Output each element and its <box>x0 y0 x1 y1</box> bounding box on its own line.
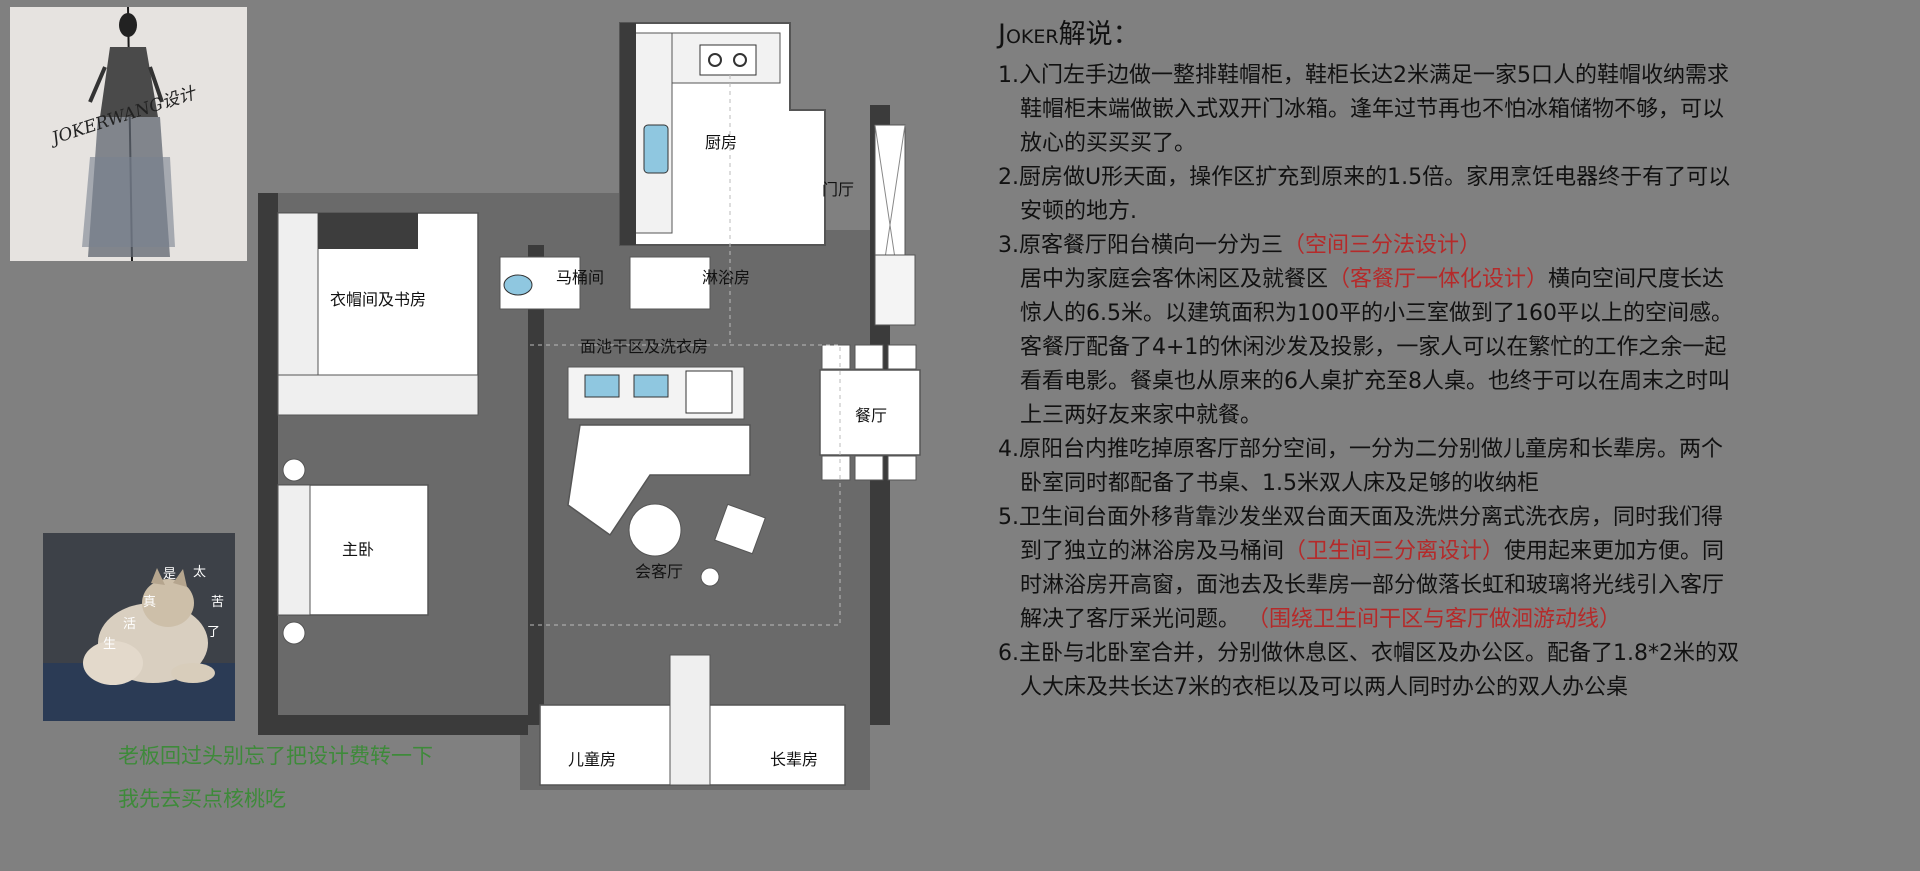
room-label-kitchen: 厨房 <box>705 133 737 152</box>
cat-photo: 生 活 真 是 太 苦 了 <box>43 533 235 721</box>
commentary-line: 解决了客厅采光问题。 （围绕卫生间干区与客厅做洄游动线） <box>998 603 1898 637</box>
commentary-text: 居中为家庭会客休闲区及就餐区 <box>1020 267 1329 292</box>
cat-caption-char: 是 <box>163 567 177 582</box>
commentary-item: 3.原客餐厅阳台横向一分为三（空间三分法设计）居中为家庭会客休闲区及就餐区（客餐… <box>998 229 1898 433</box>
commentary-text: 1.入门左手边做一整排鞋帽柜，鞋柜长达2米满足一家5口人的鞋帽收纳需求 <box>998 63 1729 88</box>
commentary-text: 5.卫生间台面外移背靠沙发坐双台面天面及洗烘分离式洗衣房，同时我们得 <box>998 505 1723 530</box>
floor-plan: 厨房 衣帽间及书房 马桶间 淋浴房 门厅 面池干区及洗衣房 会客厅 <box>258 22 921 790</box>
commentary-line: 安顿的地方. <box>998 195 1898 229</box>
commentary-text: 惊人的6.5米。以建筑面积为100平的小三室做到了160平以上的空间感。 <box>1020 301 1733 326</box>
commentary-text: 看看电影。餐桌也从原来的6人桌扩充至8人桌。也终于可以在周末之时叫 <box>1020 369 1730 394</box>
commentary-body: 1.入门左手边做一整排鞋帽柜，鞋柜长达2米满足一家5口人的鞋帽收纳需求鞋帽柜末端… <box>998 59 1898 705</box>
commentary-text: 2.厨房做U形天面，操作区扩充到原来的1.5倍。家用烹饪电器终于有了可以 <box>998 165 1731 190</box>
room-label-foyer: 门厅 <box>822 180 854 199</box>
cat-caption-char: 了 <box>207 625 221 640</box>
commentary-line: 惊人的6.5米。以建筑面积为100平的小三室做到了160平以上的空间感。 <box>998 297 1898 331</box>
commentary-item: 1.入门左手边做一整排鞋帽柜，鞋柜长达2米满足一家5口人的鞋帽收纳需求鞋帽柜末端… <box>998 59 1898 161</box>
highlight-text: （空间三分法设计） <box>1283 233 1482 258</box>
room-label-toilet: 马桶间 <box>556 268 604 287</box>
commentary-item: 5.卫生间台面外移背靠沙发坐双台面天面及洗烘分离式洗衣房，同时我们得到了独立的淋… <box>998 501 1898 637</box>
highlight-text: （卫生间三分离设计） <box>1284 539 1505 564</box>
commentary-text: 到了独立的淋浴房及马桶间 <box>1020 539 1285 564</box>
commentary-text: 客餐厅配备了4+1的休闲沙发及投影，一家人可以在繁忙的工作之余一起 <box>1020 335 1727 360</box>
room-label-shower: 淋浴房 <box>702 268 750 287</box>
cat-caption-char: 真 <box>143 595 157 610</box>
commentary-line: 客餐厅配备了4+1的休闲沙发及投影，一家人可以在繁忙的工作之余一起 <box>998 331 1898 365</box>
commentary-text: 时淋浴房开高窗，面池去及长辈房一部分做落长虹和玻璃将光线引入客厅 <box>1020 573 1725 598</box>
commentary-text: 鞋帽柜末端做嵌入式双开门冰箱。逢年过节再也不怕冰箱储物不够，可以 <box>1020 97 1725 122</box>
commentary-line: 到了独立的淋浴房及马桶间（卫生间三分离设计）使用起来更加方便。同 <box>998 535 1898 569</box>
caption-line-1: 老板回过头别忘了把设计费转一下 <box>118 744 433 768</box>
commentary-text: 人大床及共长达7米的衣柜以及可以两人同时办公的双人办公桌 <box>1020 675 1628 700</box>
commentary-text: 卧室同时都配备了书桌、1.5米双人床及足够的收纳柜 <box>1020 471 1539 496</box>
room-label-living: 会客厅 <box>635 562 683 581</box>
commentary-line: 人大床及共长达7米的衣柜以及可以两人同时办公的双人办公桌 <box>998 671 1898 705</box>
commentary-item: 4.原阳台内推吃掉原客厅部分空间，一分为二分别做儿童房和长辈房。两个卧室同时都配… <box>998 433 1898 501</box>
designer-photo: JOKERWANG设计 <box>10 7 247 261</box>
room-label-elder: 长辈房 <box>770 750 818 769</box>
commentary-text: 使用起来更加方便。同 <box>1504 539 1725 564</box>
room-label-cloak-study: 衣帽间及书房 <box>330 290 426 309</box>
room-label-dry-laundry: 面池干区及洗衣房 <box>580 337 708 356</box>
commentary-line: 居中为家庭会客休闲区及就餐区（客餐厅一体化设计）横向空间尺度长达 <box>998 263 1898 297</box>
cat-caption-char: 活 <box>123 617 137 632</box>
commentary-line: 3.原客餐厅阳台横向一分为三（空间三分法设计） <box>998 229 1898 263</box>
commentary-text: 3.原客餐厅阳台横向一分为三 <box>998 233 1283 258</box>
commentary-text: 上三两好友来家中就餐。 <box>1020 403 1263 428</box>
commentary-line: 5.卫生间台面外移背靠沙发坐双台面天面及洗烘分离式洗衣房，同时我们得 <box>998 501 1898 535</box>
cat-illustration <box>43 533 235 721</box>
commentary-line: 6.主卧与北卧室合并，分别做休息区、衣帽区及办公区。配备了1.8*2米的双 <box>998 637 1898 671</box>
commentary-line: 1.入门左手边做一整排鞋帽柜，鞋柜长达2米满足一家5口人的鞋帽收纳需求 <box>998 59 1898 93</box>
commentary-line: 上三两好友来家中就餐。 <box>998 399 1898 433</box>
commentary-line: 时淋浴房开高窗，面池去及长辈房一部分做落长虹和玻璃将光线引入客厅 <box>998 569 1898 603</box>
room-label-kids: 儿童房 <box>568 750 616 769</box>
commentary-line: 卧室同时都配备了书桌、1.5米双人床及足够的收纳柜 <box>998 467 1898 501</box>
commentary-line: 鞋帽柜末端做嵌入式双开门冰箱。逢年过节再也不怕冰箱储物不够，可以 <box>998 93 1898 127</box>
commentary-line: 看看电影。餐桌也从原来的6人桌扩充至8人桌。也终于可以在周末之时叫 <box>998 365 1898 399</box>
cat-caption-char: 苦 <box>211 595 225 610</box>
highlight-text: （围绕卫生间干区与客厅做洄游动线） <box>1247 607 1622 632</box>
commentary-item: 2.厨房做U形天面，操作区扩充到原来的1.5倍。家用烹饪电器终于有了可以安顿的地… <box>998 161 1898 229</box>
commentary-text: 横向空间尺度长达 <box>1548 267 1725 292</box>
commentary-title: Joker解说： <box>998 19 1140 50</box>
designer-figure-illustration <box>10 7 247 261</box>
caption-line-2: 我先去买点核桃吃 <box>118 787 286 811</box>
commentary-text: 解决了客厅采光问题。 <box>1020 607 1247 632</box>
commentary-line: 4.原阳台内推吃掉原客厅部分空间，一分为二分别做儿童房和长辈房。两个 <box>998 433 1898 467</box>
commentary-text: 4.原阳台内推吃掉原客厅部分空间，一分为二分别做儿童房和长辈房。两个 <box>998 437 1723 462</box>
room-label-master: 主卧 <box>342 540 374 559</box>
room-label-dining: 餐厅 <box>855 406 887 425</box>
commentary-item: 6.主卧与北卧室合并，分别做休息区、衣帽区及办公区。配备了1.8*2米的双人大床… <box>998 637 1898 705</box>
highlight-text: （客餐厅一体化设计） <box>1328 267 1549 292</box>
commentary-panel: Joker解说： 1.入门左手边做一整排鞋帽柜，鞋柜长达2米满足一家5口人的鞋帽… <box>998 12 1898 705</box>
cat-caption-char: 太 <box>193 565 207 580</box>
commentary-line: 放心的买买买了。 <box>998 127 1898 161</box>
commentary-text: 6.主卧与北卧室合并，分别做休息区、衣帽区及办公区。配备了1.8*2米的双 <box>998 641 1739 666</box>
cat-caption-char: 生 <box>103 637 117 652</box>
commentary-line: 2.厨房做U形天面，操作区扩充到原来的1.5倍。家用烹饪电器终于有了可以 <box>998 161 1898 195</box>
commentary-text: 安顿的地方. <box>1020 199 1137 224</box>
commentary-text: 放心的买买买了。 <box>1020 131 1197 156</box>
